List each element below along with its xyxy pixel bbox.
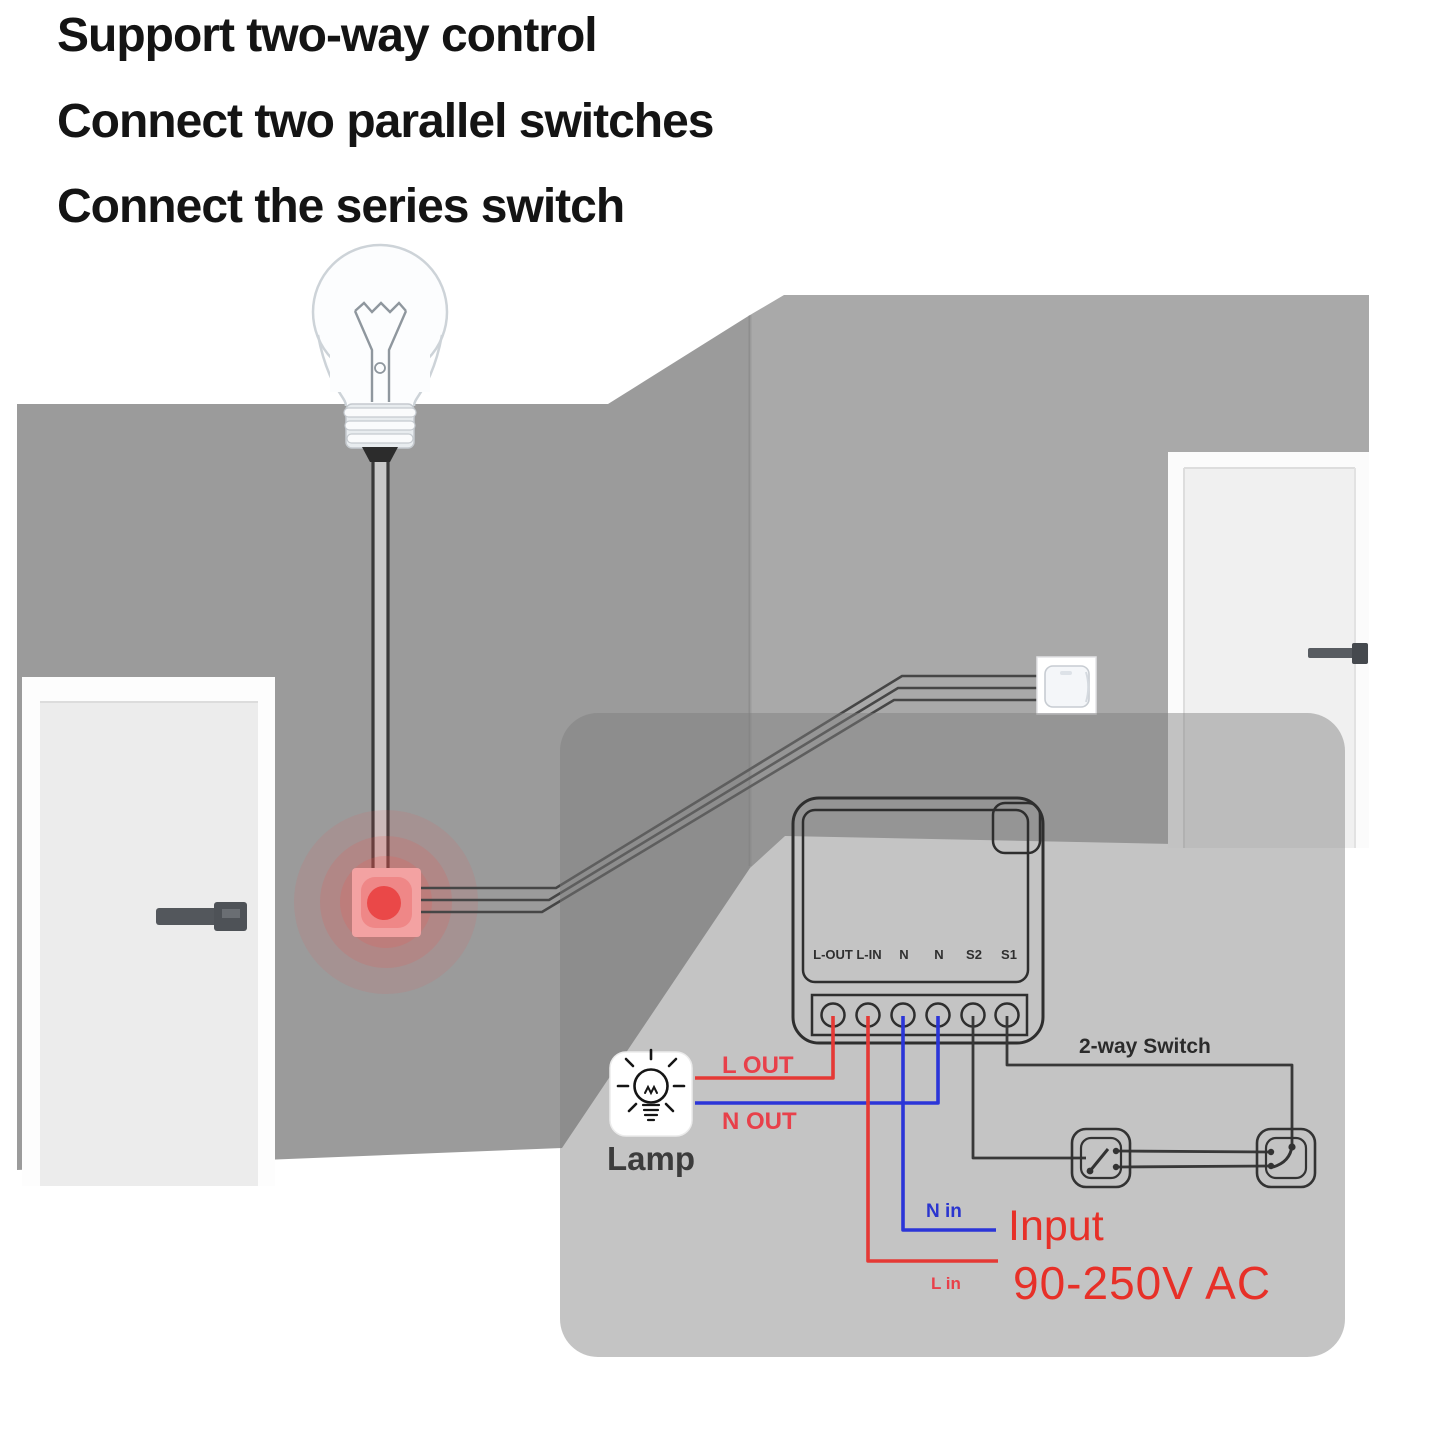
label-voltage: 90-250V AC bbox=[1013, 1257, 1272, 1309]
terminal-label-l-out: L-OUT bbox=[813, 947, 853, 962]
header-line-2: Connect two parallel switches bbox=[57, 95, 714, 148]
switch-symbol-left bbox=[1070, 1127, 1132, 1189]
terminal-strip bbox=[810, 993, 1029, 1037]
terminal-label-n1: N bbox=[899, 947, 909, 962]
wire-s2 bbox=[971, 1016, 1086, 1160]
right-door bbox=[1168, 452, 1369, 848]
bulb-screw-base bbox=[343, 403, 417, 462]
switch-wires bbox=[421, 674, 1042, 914]
right-door-handle-lock bbox=[1352, 643, 1368, 664]
wire-l-in bbox=[866, 1016, 998, 1263]
lamp-icon bbox=[616, 1048, 686, 1122]
label-lamp: Lamp bbox=[607, 1140, 696, 1177]
wire-traveler-1 bbox=[1117, 1149, 1271, 1154]
label-n-out: N OUT bbox=[722, 1108, 797, 1135]
light-bulb bbox=[311, 243, 449, 462]
wire-s1 bbox=[1005, 1016, 1294, 1147]
bulb-filament bbox=[353, 301, 408, 402]
wire-traveler-2 bbox=[1117, 1164, 1271, 1169]
wire-l-out bbox=[695, 1016, 835, 1080]
junction-box bbox=[352, 868, 421, 937]
header-line-1: Support two-way control bbox=[57, 9, 598, 62]
label-input: Input bbox=[1008, 1202, 1104, 1250]
header-line-3: Connect the series switch bbox=[57, 180, 625, 233]
terminal-label-l-in: L-IN bbox=[856, 947, 882, 962]
wall-switch bbox=[1036, 656, 1097, 715]
left-door bbox=[22, 677, 275, 1186]
switch-symbol-right bbox=[1255, 1127, 1317, 1189]
lamp-card bbox=[609, 1048, 693, 1137]
label-l-out: L OUT bbox=[722, 1052, 794, 1079]
terminal-label-s1: S1 bbox=[1001, 947, 1017, 962]
label-n-in: N in bbox=[926, 1201, 962, 1222]
right-door-handle bbox=[1308, 648, 1356, 658]
wire-n-out bbox=[695, 1016, 940, 1105]
terminal-label-s2: S2 bbox=[966, 947, 982, 962]
label-l-in: L in bbox=[931, 1274, 961, 1293]
wire-n-in bbox=[901, 1016, 996, 1232]
lamp-cord bbox=[371, 452, 390, 880]
left-door-handle bbox=[156, 908, 218, 925]
module-button bbox=[991, 801, 1042, 855]
terminal-label-n2: N bbox=[934, 947, 944, 962]
label-two-way-switch: 2-way Switch bbox=[1079, 1035, 1211, 1058]
